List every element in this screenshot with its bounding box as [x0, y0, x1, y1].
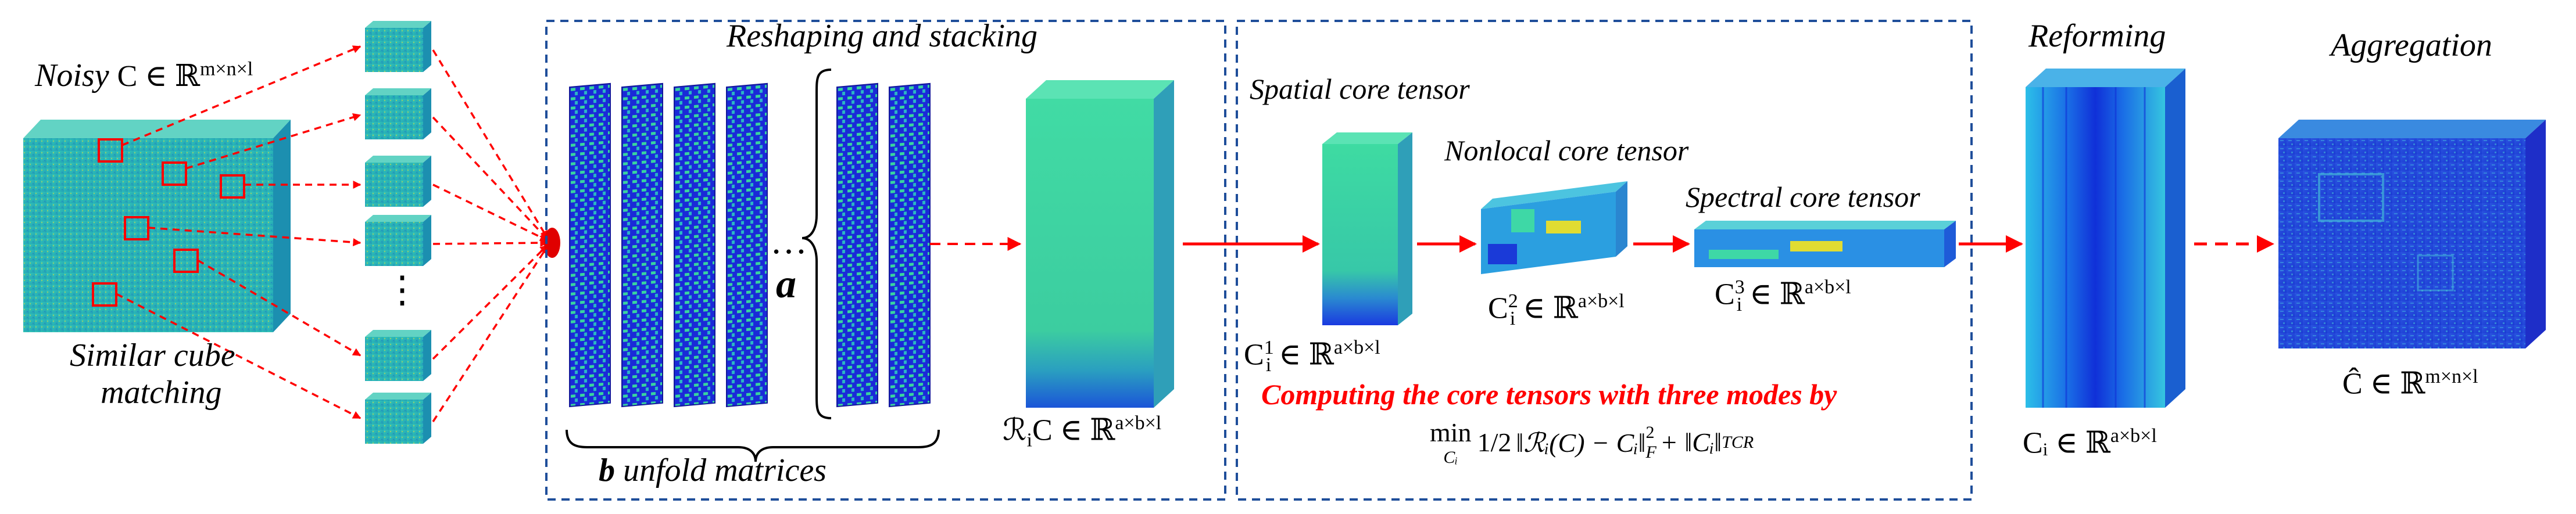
spectral-core-tensor [1694, 221, 1956, 267]
c1-dims: a×b×l [1333, 337, 1380, 358]
unfold-matrices [569, 82, 931, 408]
aggregate-node [544, 228, 560, 258]
b-brace [566, 429, 940, 462]
c3-rest: ∈ ℝ [1742, 278, 1805, 311]
objective-min: min [1430, 418, 1472, 447]
objective-formula: min Cᵢ 1/2 ‖ℛᵢ(C) − Cᵢ‖ 2 F + ‖Cᵢ‖ TCR [1430, 417, 1754, 468]
unfold-text: unfold matrices [615, 452, 827, 488]
c3-base: C [1715, 278, 1735, 311]
noisy-label: Noisy C ∈ ℝm×n×l [35, 57, 253, 94]
stacking-title: Reshaping and stacking [727, 18, 1038, 54]
noisy-math-dims: m×n×l [199, 58, 253, 80]
reshape-stack-box [545, 20, 1226, 501]
stacked-math: ℛiC ∈ ℝa×b×l [1003, 412, 1161, 452]
patch-cube [365, 21, 431, 72]
c2-sub: i [1509, 307, 1516, 329]
c1-base: C [1244, 338, 1264, 372]
objective-min-sub: Cᵢ [1443, 448, 1458, 467]
reform-title: Reforming [2028, 18, 2166, 54]
noisy-math-base: C ∈ ℝ [117, 60, 200, 93]
spatial-core-tensor [1322, 132, 1412, 325]
reform-tensor [2026, 69, 2185, 408]
stacked-math-rest: C ∈ ℝ [1032, 414, 1115, 447]
c1-sub: i [1265, 354, 1272, 376]
matching-label: Similar cube matching [70, 337, 235, 411]
c2-math: C2i ∈ ℝa×b×l [1488, 290, 1625, 330]
patch-cube [365, 393, 431, 444]
spatial-title: Spatial core tensor [1250, 73, 1470, 105]
c1-math: C1i ∈ ℝa×b×l [1244, 337, 1380, 376]
core-tensor-box [1236, 20, 1973, 501]
patch-vertical-dots: ⋮ [384, 269, 421, 310]
c1-sup: 1 [1264, 337, 1274, 358]
patch-cube [365, 156, 431, 207]
patch-marker [162, 161, 187, 186]
c2-sup: 2 [1508, 290, 1518, 312]
spectral-title: Spectral core tensor [1686, 181, 1920, 213]
c3-dims: a×b×l [1804, 276, 1851, 298]
aggregation-title: Aggregation [2331, 27, 2492, 63]
stacked-tensor [1026, 80, 1174, 408]
noisy-math: C ∈ ℝm×n×l [117, 58, 253, 93]
objective-plus: + ‖Cᵢ‖ [1659, 427, 1722, 457]
patch-marker [220, 174, 245, 199]
c2-base: C [1488, 292, 1508, 325]
unfold-label: b unfold matrices [599, 452, 827, 489]
converge-arrows [432, 49, 549, 422]
c3-sup: 3 [1734, 276, 1745, 298]
c2-dims: a×b×l [1577, 290, 1625, 312]
matching-arrows [116, 45, 362, 419]
patch-cube [365, 215, 431, 266]
matching-label-line2: matching [101, 375, 222, 411]
aggregation-math-dims: m×n×l [2425, 366, 2478, 387]
objective-norm-sup: 2 [1645, 422, 1655, 442]
noisy-label-word: Noisy [35, 57, 109, 94]
aggregation-math: Ĉ ∈ ℝm×n×l [2342, 366, 2478, 401]
objective-norm-marks: 2 F [1645, 423, 1656, 462]
noisy-cube [23, 120, 291, 332]
a-label: a [776, 262, 796, 307]
nonlocal-title: Nonlocal core tensor [1444, 134, 1689, 167]
compute-caption: Computing the core tensors with three mo… [1261, 378, 1837, 411]
c1-rest: ∈ ℝ [1271, 338, 1334, 372]
c3-sub: i [1736, 293, 1743, 315]
objective-body: ‖ℛᵢ(C) − Cᵢ‖ [1516, 427, 1646, 458]
matching-label-line1: Similar cube [70, 337, 235, 373]
objective-min-block: min Cᵢ [1430, 417, 1472, 468]
reform-math-dims: a×b×l [2110, 425, 2157, 447]
b-label: b [599, 452, 615, 488]
a-brace [802, 69, 832, 419]
patch-cube [365, 330, 431, 381]
c2-rest: ∈ ℝ [1515, 292, 1578, 325]
similar-patches [365, 21, 431, 444]
patch-marker [98, 138, 123, 163]
reform-math: Cᵢ ∈ ℝa×b×l [2023, 425, 2157, 460]
matrix-ellipsis: … [770, 220, 807, 261]
reform-math-base: Cᵢ ∈ ℝ [2023, 426, 2110, 460]
stacked-math-dims: a×b×l [1115, 412, 1162, 434]
nonlocal-core-tensor [1481, 181, 1627, 274]
stacked-math-sub: i [1026, 429, 1032, 451]
objective-tcr: TCR [1722, 432, 1754, 452]
patch-cube [365, 88, 431, 139]
c3-math: C3i ∈ ℝa×b×l [1715, 276, 1851, 316]
aggregation-math-base: Ĉ ∈ ℝ [2342, 367, 2425, 401]
stacked-math-op: ℛ [1003, 414, 1027, 447]
objective-half: 1/2 [1477, 427, 1512, 457]
objective-norm-sub: F [1645, 442, 1656, 462]
aggregated-cube [2278, 120, 2546, 348]
